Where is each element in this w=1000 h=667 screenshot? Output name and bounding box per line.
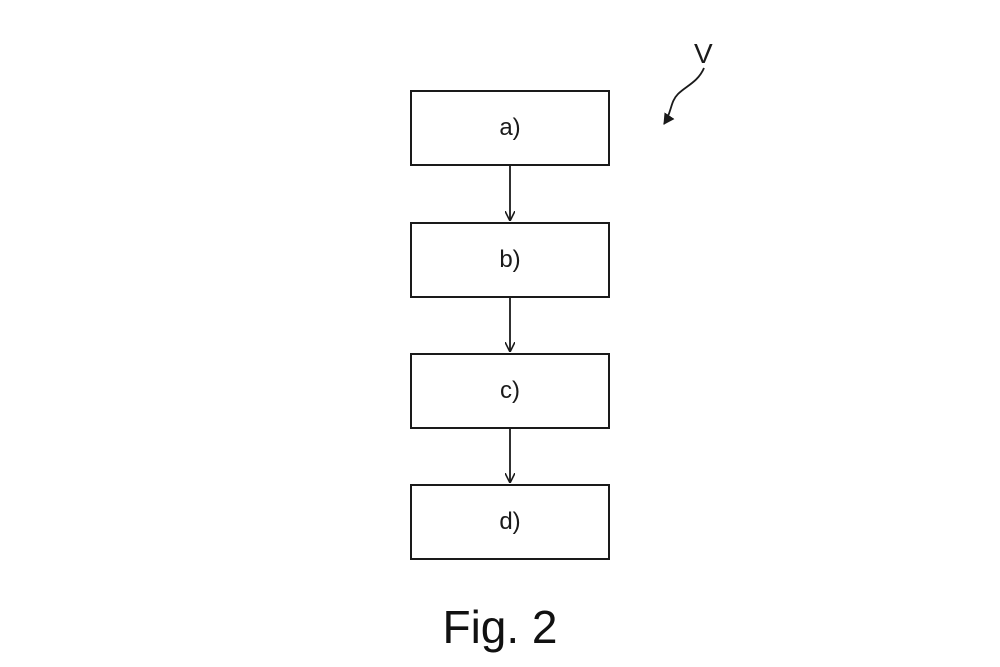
reference-label: V [694, 38, 713, 69]
step-box-b: b) [410, 222, 610, 298]
step-box-d: d) [410, 484, 610, 560]
step-label-c: c) [500, 377, 520, 404]
step-label-b: b) [499, 246, 521, 273]
step-box-c: c) [410, 353, 610, 429]
figure-caption: Fig. 2 [442, 601, 558, 653]
step-label-a: a) [499, 114, 521, 141]
reference-leader-arrow [663, 67, 705, 125]
step-label-d: d) [499, 508, 521, 535]
step-box-a: a) [410, 90, 610, 166]
